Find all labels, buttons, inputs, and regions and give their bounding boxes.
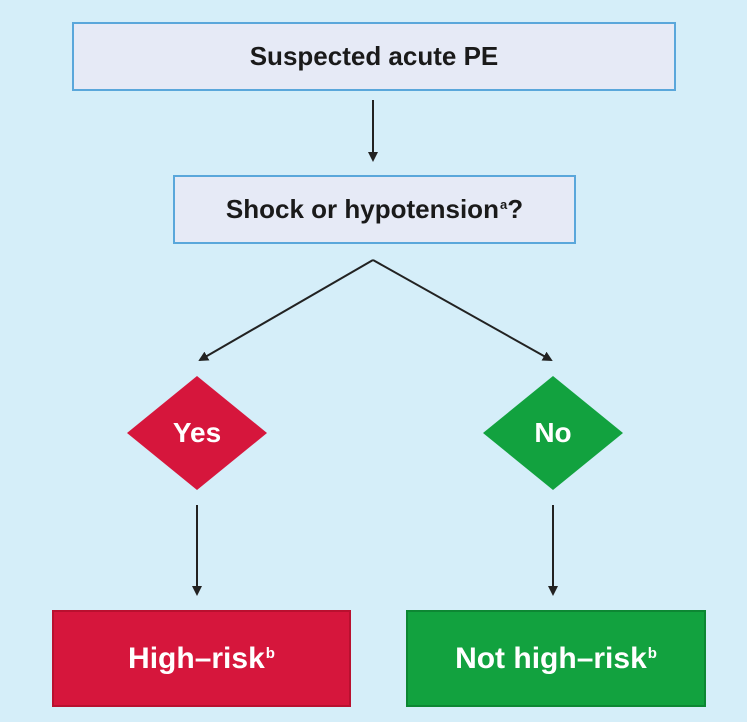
no-diamond [483, 376, 623, 490]
not-high-risk-label: Not high–risk [455, 641, 647, 675]
high-risk-label: High–risk [128, 641, 265, 675]
yes-label-text: Yes [172, 417, 222, 448]
yes-label: Yes [127, 375, 267, 491]
no-label: No [483, 375, 623, 491]
high-risk-footnote: b [265, 644, 275, 662]
start-node-label: Suspected acute PE [249, 41, 499, 71]
arrow-question-to-yes [198, 259, 374, 362]
decision-suffix: ? [507, 194, 524, 224]
start-node: Suspected acute PE [72, 22, 676, 91]
decision-node-label: Shock or hypotension [225, 194, 499, 224]
not-high-risk-footnote: b [647, 644, 657, 662]
yes-diamond [127, 376, 267, 490]
decision-footnote: a [499, 197, 508, 213]
no-label-text: No [534, 417, 572, 448]
arrow-question-to-no [372, 259, 553, 361]
